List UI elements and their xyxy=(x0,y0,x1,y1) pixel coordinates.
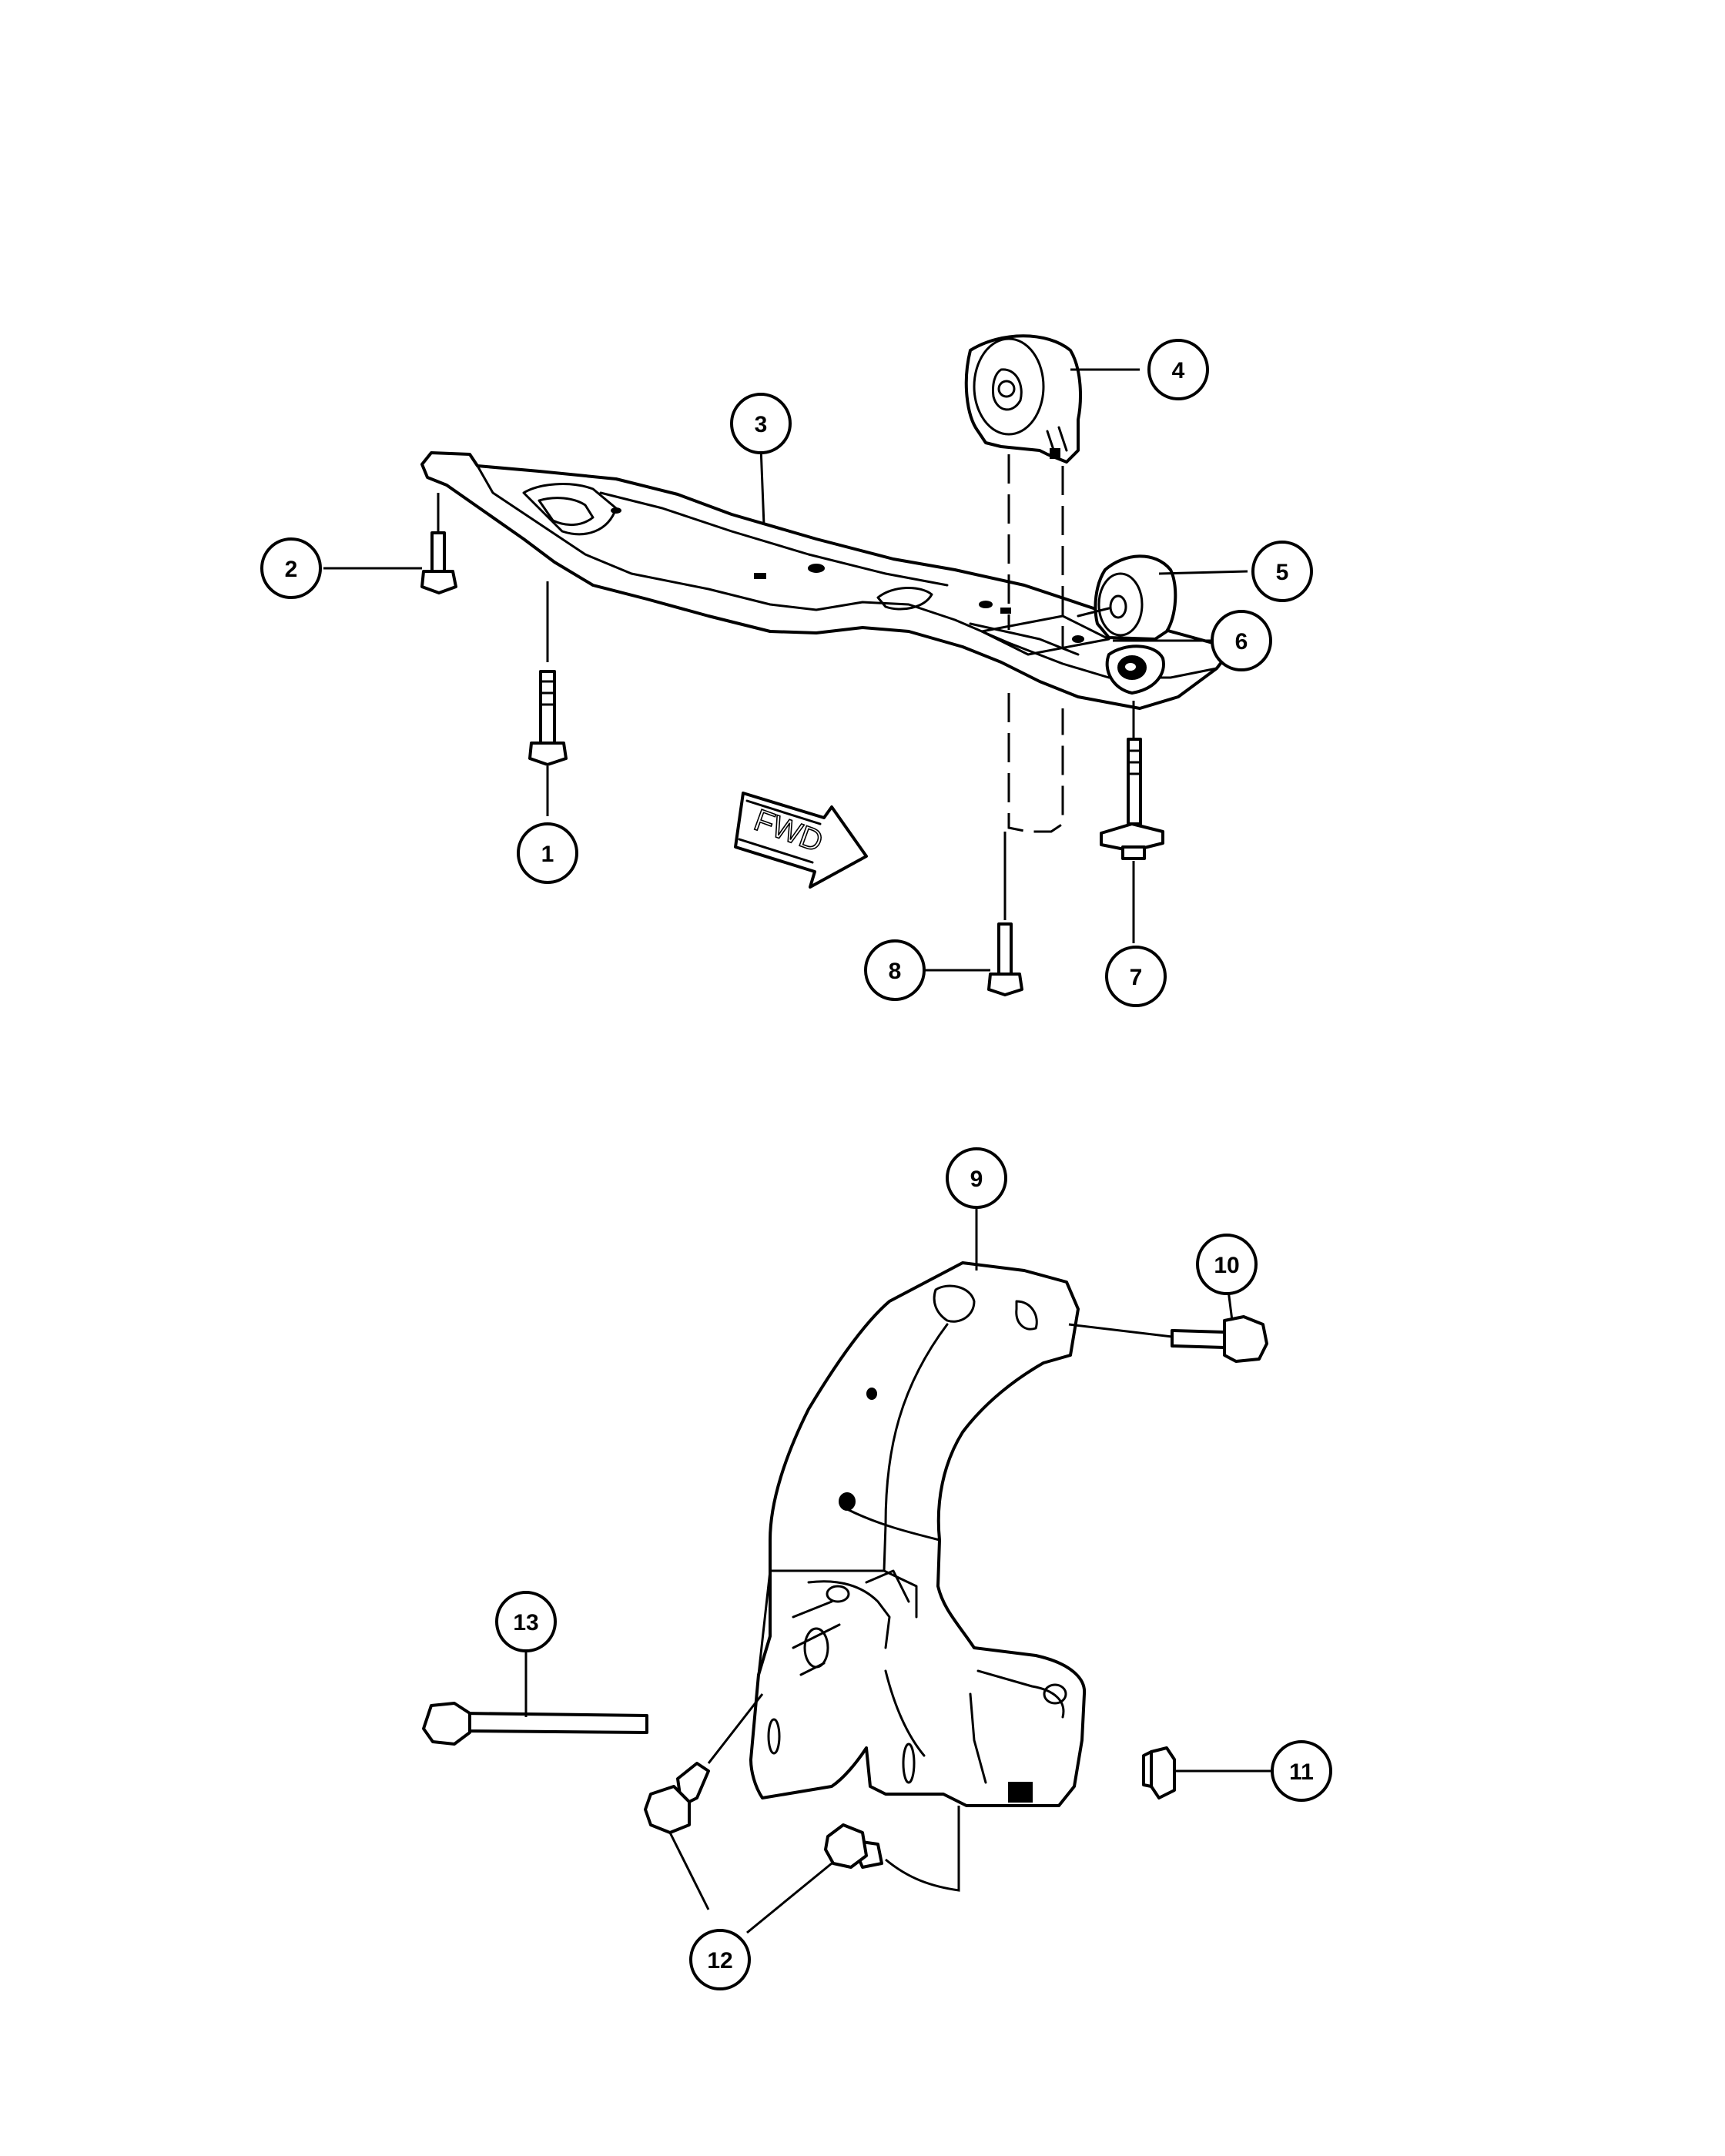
callout-number: 10 xyxy=(1214,1253,1239,1278)
callout-number: 6 xyxy=(1235,629,1248,654)
bolt-12b xyxy=(746,1806,960,1934)
callout-7: 7 xyxy=(1105,946,1167,1007)
forward-arrow: FWD xyxy=(734,792,868,889)
bolt-2 xyxy=(420,493,457,594)
callout-1: 1 xyxy=(517,822,578,884)
rear-insulator-mount xyxy=(1077,554,1177,641)
transmission-bracket xyxy=(749,1261,1087,1807)
callout-number: 12 xyxy=(707,1948,732,1974)
callout-3: 3 xyxy=(730,393,792,454)
callout-8: 8 xyxy=(864,939,926,1001)
callout-number: 4 xyxy=(1172,358,1185,383)
callout-number: 11 xyxy=(1289,1759,1314,1785)
callout-number: 7 xyxy=(1130,965,1143,990)
nut-11 xyxy=(1142,1746,1271,1799)
bolt-1 xyxy=(528,581,568,816)
callout-11: 11 xyxy=(1271,1740,1332,1802)
alignment-lines xyxy=(1003,454,1135,920)
bolt-12a xyxy=(644,1693,764,1910)
callout-12: 12 xyxy=(689,1929,751,1990)
callout-9: 9 xyxy=(946,1147,1007,1209)
callout-number: 13 xyxy=(513,1610,538,1635)
callout-number: 2 xyxy=(285,557,298,582)
callout-10: 10 xyxy=(1196,1234,1258,1295)
callout-number: 5 xyxy=(1276,560,1289,585)
callout-number: 8 xyxy=(889,959,902,984)
callout-2: 2 xyxy=(260,537,322,599)
bolt-13 xyxy=(422,1648,648,1746)
bolt-8 xyxy=(923,922,1023,996)
callout-number: 3 xyxy=(755,412,768,437)
callout-6: 6 xyxy=(1211,610,1272,671)
callout-number: 9 xyxy=(970,1167,983,1192)
stud-7 xyxy=(1100,738,1164,943)
callout-13: 13 xyxy=(495,1591,557,1652)
bushing-washer xyxy=(1105,644,1165,695)
upper-insulator-mount xyxy=(964,334,1082,464)
callout-5: 5 xyxy=(1251,541,1313,602)
callout-4: 4 xyxy=(1147,339,1209,400)
callout-number: 1 xyxy=(541,842,554,867)
crossmember xyxy=(420,451,1234,710)
